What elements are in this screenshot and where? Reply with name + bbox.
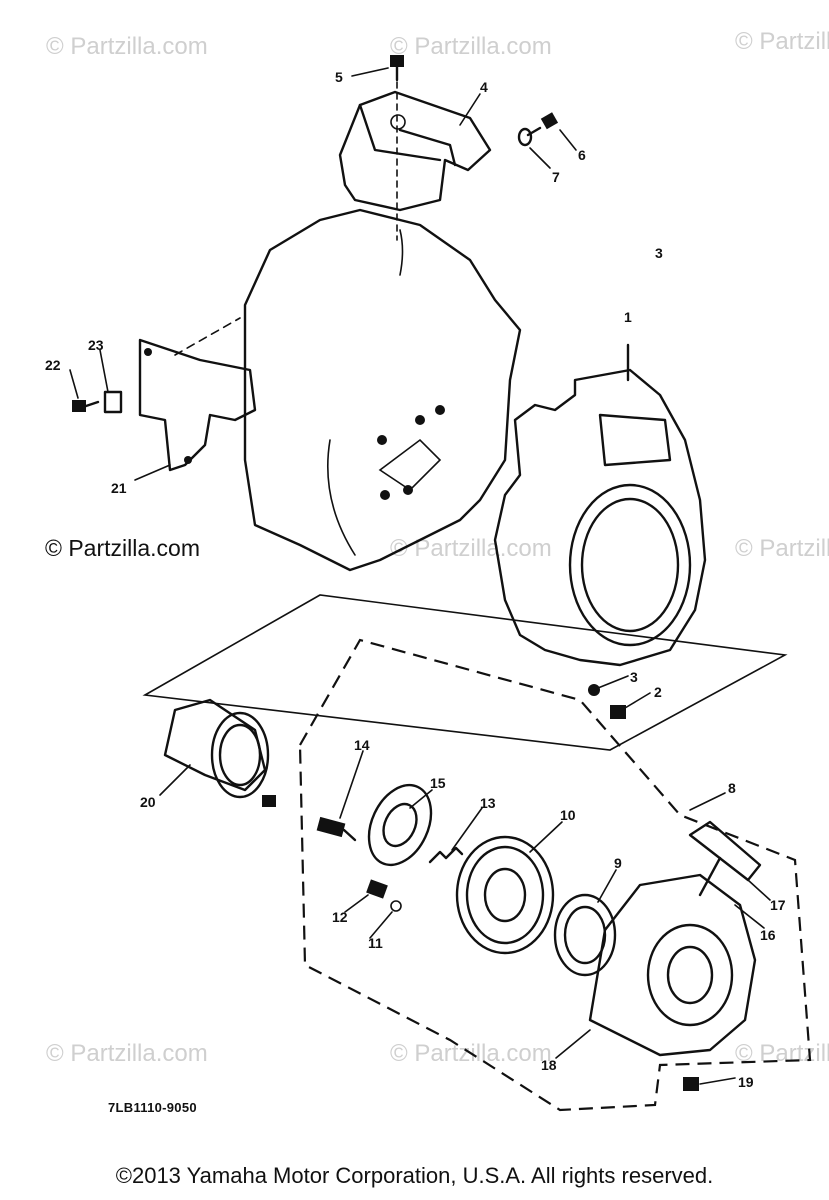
callout-11: 11	[368, 935, 383, 951]
callout-18: 18	[541, 1057, 557, 1073]
callout-1: 1	[624, 309, 632, 325]
callout-8: 8	[728, 780, 736, 796]
bolt-drawing	[683, 1077, 699, 1091]
watermark: © Partzilla.com	[46, 33, 208, 60]
callout-23: 23	[88, 337, 104, 353]
projection-lines	[142, 594, 788, 751]
callout-3: 3	[655, 245, 663, 261]
callout-20: 20	[140, 794, 156, 810]
callout-7: 7	[552, 169, 560, 185]
diagram-reference-code: 7LB1110-9050	[108, 1100, 197, 1115]
callout-15: 15	[430, 775, 446, 791]
bolt-nut-drawing	[72, 390, 123, 414]
callout-3: 3	[630, 669, 638, 685]
callout-labels: 1 2 3 3 4 5 6 7 8 9 10 11 12 13 14 15 16…	[45, 69, 786, 1090]
callout-16: 16	[760, 927, 776, 943]
callout-10: 10	[560, 807, 576, 823]
callout-13: 13	[480, 795, 496, 811]
watermark: © Partzilla.com	[46, 1040, 208, 1067]
handle-drawing	[688, 820, 762, 897]
pulley-drawing	[455, 835, 555, 955]
watermark: © Partzilla.com	[390, 535, 552, 562]
pawl-drawing	[366, 879, 402, 912]
crankcase-drawing	[243, 208, 522, 572]
starter-case-drawing	[588, 873, 757, 1057]
bolt-washer-drawing	[517, 112, 559, 147]
callout-19: 19	[738, 1074, 754, 1090]
bolt-drawing	[390, 55, 404, 241]
copyright-footer: ©2013 Yamaha Motor Corporation, U.S.A. A…	[115, 1163, 714, 1188]
watermark: © Partzilla	[735, 535, 829, 562]
callout-2: 2	[654, 684, 662, 700]
callout-21: 21	[111, 480, 127, 496]
bolt-washer-drawing	[588, 684, 626, 719]
screw-drawing	[316, 816, 357, 842]
spiral-spring-drawing	[553, 893, 617, 977]
bracket-drawing	[138, 317, 257, 472]
ratchet-drawing	[367, 783, 433, 867]
callout-5: 5	[335, 69, 343, 85]
callout-12: 12	[332, 909, 348, 925]
side-watermark: © Partzilla.com	[45, 535, 200, 561]
starter-cup-drawing	[163, 698, 276, 807]
watermark: © Partzilla	[735, 28, 829, 55]
callout-9: 9	[614, 855, 622, 871]
callout-4: 4	[480, 79, 488, 95]
callout-14: 14	[354, 737, 370, 753]
assembly-outline	[298, 638, 812, 1112]
spring-drawing	[428, 846, 464, 864]
callout-6: 6	[578, 147, 586, 163]
watermark: © Partzilla.com	[390, 33, 552, 60]
callout-17: 17	[770, 897, 786, 913]
fan-housing-drawing	[493, 343, 707, 667]
leader-lines	[69, 67, 771, 1085]
callout-22: 22	[45, 357, 61, 373]
top-cover-drawing	[338, 90, 492, 212]
